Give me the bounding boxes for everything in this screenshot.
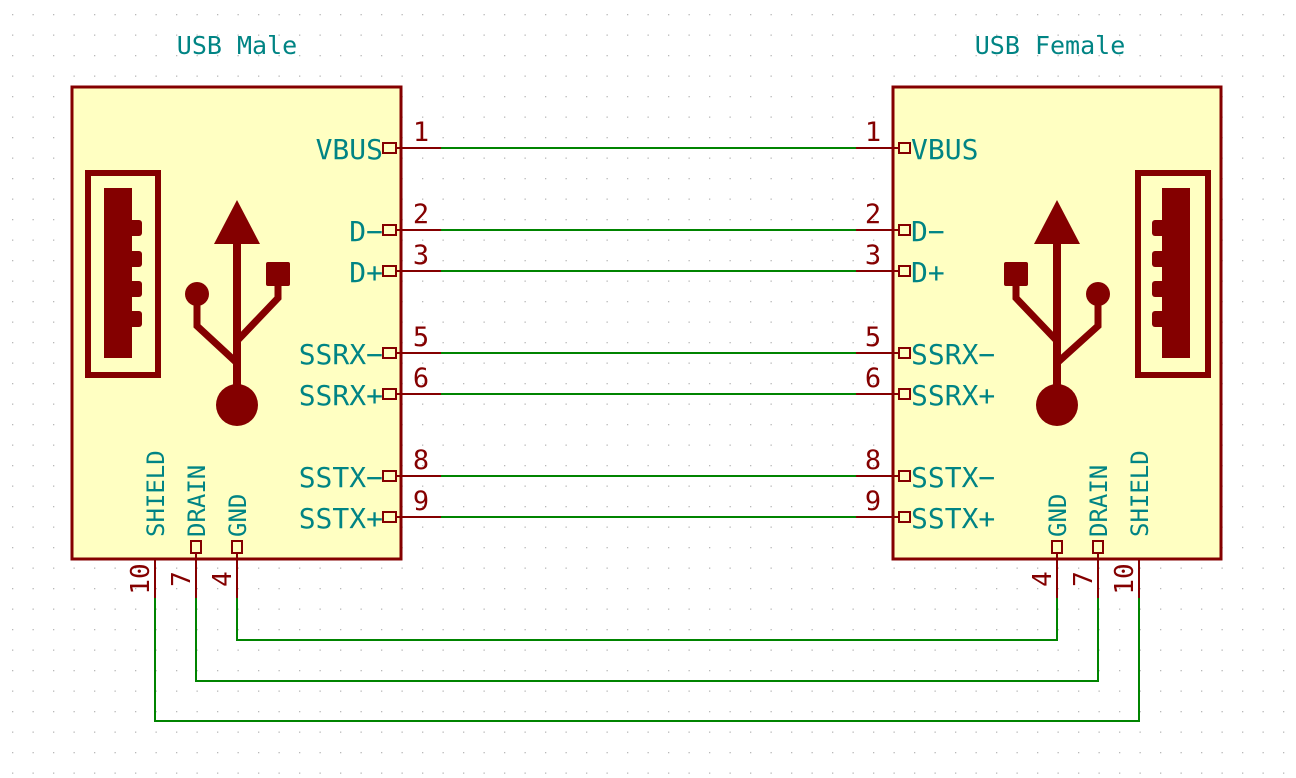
male-port-icon (85, 170, 161, 378)
female-usb-symbol-icon (1004, 200, 1110, 426)
female-port-icon (1135, 170, 1211, 378)
pin-stub (898, 511, 911, 523)
pin-label: VBUS (911, 133, 978, 166)
pin-label: SSRX+ (299, 379, 383, 412)
pin-stub (382, 388, 397, 400)
pin-label: SSRX− (911, 338, 995, 371)
pin-label: SSRX+ (911, 379, 995, 412)
pin-label: D− (911, 215, 945, 248)
pin-number: 2 (865, 199, 881, 230)
pin-number: 5 (413, 322, 429, 353)
male-usb-symbol-icon (185, 200, 290, 426)
pin-label: SSTX+ (911, 502, 995, 535)
bottom-pin-layer: SHIELD 10 DRAIN 7 GND 4 GND 4 DRAIN 7 SHIELD 10 (126, 450, 1154, 722)
pin-stub (382, 347, 397, 359)
pin-label: SHIELD (142, 450, 170, 537)
wire (154, 598, 1140, 722)
pin-label: GND (224, 494, 252, 537)
pin-stub (898, 347, 911, 359)
pin-stub (382, 470, 397, 482)
pin-label: D+ (349, 256, 383, 289)
pin-stub (190, 540, 202, 554)
pin-number: 8 (413, 445, 429, 476)
male-connector-title: USB Male (177, 31, 297, 60)
pin-stub (382, 224, 397, 236)
pin-number: 7 (1069, 571, 1099, 587)
pin-label: SSTX− (299, 461, 383, 494)
pin-number: 9 (413, 486, 429, 517)
pin-label: SSRX− (299, 338, 383, 371)
pin-number: 5 (865, 322, 881, 353)
pin-number: 8 (865, 445, 881, 476)
pin-stub (382, 142, 397, 154)
pin-stub (898, 142, 911, 154)
pin-label: D+ (911, 256, 945, 289)
pin-label: GND (1044, 494, 1072, 537)
pin-number: 4 (1028, 571, 1058, 587)
pin-number: 3 (413, 240, 429, 271)
pin-number: 6 (865, 363, 881, 394)
pin-stub (1051, 540, 1063, 554)
pin-label: SSTX− (911, 461, 995, 494)
pin-number: 9 (865, 486, 881, 517)
pin-stub (898, 470, 911, 482)
female-connector-title: USB Female (975, 31, 1126, 60)
pin-stub (382, 265, 397, 277)
pin-stub (898, 388, 911, 400)
pin-stub (898, 265, 911, 277)
pin-number: 3 (865, 240, 881, 271)
pin-stub (382, 511, 397, 523)
pin-number: 1 (865, 117, 881, 148)
pin-number: 1 (413, 117, 429, 148)
pin-number: 6 (413, 363, 429, 394)
pin-label: SHIELD (1126, 450, 1154, 537)
pin-number: 10 (1110, 563, 1140, 594)
wire (236, 598, 1058, 641)
pin-label: SSTX+ (299, 502, 383, 535)
pin-number: 10 (126, 563, 156, 594)
pin-number: 7 (167, 571, 197, 587)
pin-number: 2 (413, 199, 429, 230)
pin-stub (1092, 540, 1104, 554)
pin-label: VBUS (316, 133, 383, 166)
pin-stub (898, 224, 911, 236)
wire (195, 598, 1099, 682)
pin-label: DRAIN (1085, 465, 1113, 537)
pin-label: D− (349, 215, 383, 248)
pin-label: DRAIN (183, 465, 211, 537)
pin-stub (231, 540, 243, 554)
pin-number: 4 (208, 571, 238, 587)
